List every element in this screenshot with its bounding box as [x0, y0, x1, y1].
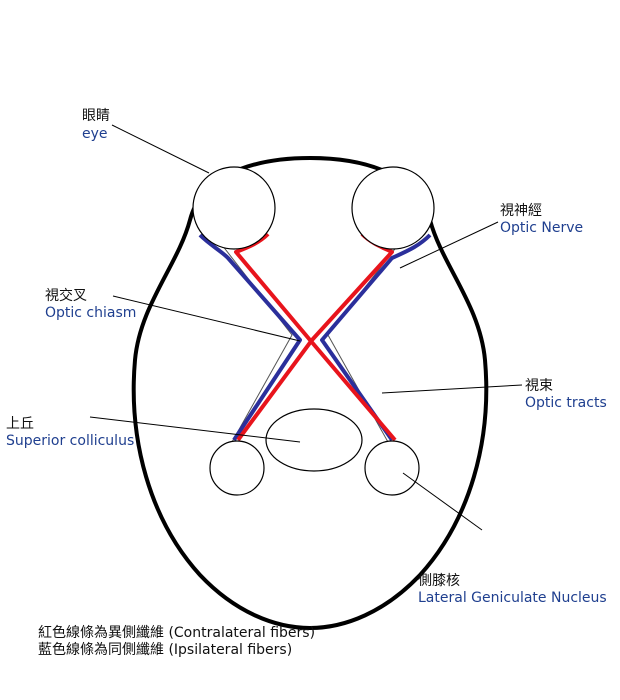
lgn-label-zh: 側膝核: [418, 572, 460, 590]
ipsilateral-fiber-right: [322, 235, 430, 440]
pathway-outline-right: [328, 245, 398, 442]
eye-label-en: eye: [82, 125, 108, 143]
optic-tracts-leader-line: [382, 385, 522, 393]
lgn-label-en: Lateral Geniculate Nucleus: [418, 589, 607, 607]
right-eye: [352, 167, 434, 249]
optic-nerve-label-en: Optic Nerve: [500, 219, 583, 237]
lgn-leader-line: [403, 473, 482, 530]
left-lgn: [210, 441, 264, 495]
eye-leader-line: [112, 125, 209, 173]
optic-chiasm-label-zh: 視交叉: [45, 287, 87, 305]
optic-tracts-label-en: Optic tracts: [525, 394, 607, 412]
superior-colliculus-label-zh: 上丘: [6, 415, 34, 433]
left-eye: [193, 167, 275, 249]
optic-tracts-label-zh: 視束: [525, 377, 553, 395]
superior-colliculus-label-en: Superior colliculus: [6, 432, 134, 450]
right-lgn: [365, 441, 419, 495]
legend-contralateral: 紅色線條為異側纖維 (Contralateral fibers): [38, 624, 315, 642]
optic-chiasm-label-en: Optic chiasm: [45, 304, 136, 322]
eye-label-zh: 眼睛: [82, 107, 110, 125]
optic-nerve-label-zh: 視神經: [500, 202, 542, 220]
head-outline: [134, 158, 487, 628]
legend-ipsilateral: 藍色線條為同側纖維 (Ipsilateral fibers): [38, 641, 292, 659]
